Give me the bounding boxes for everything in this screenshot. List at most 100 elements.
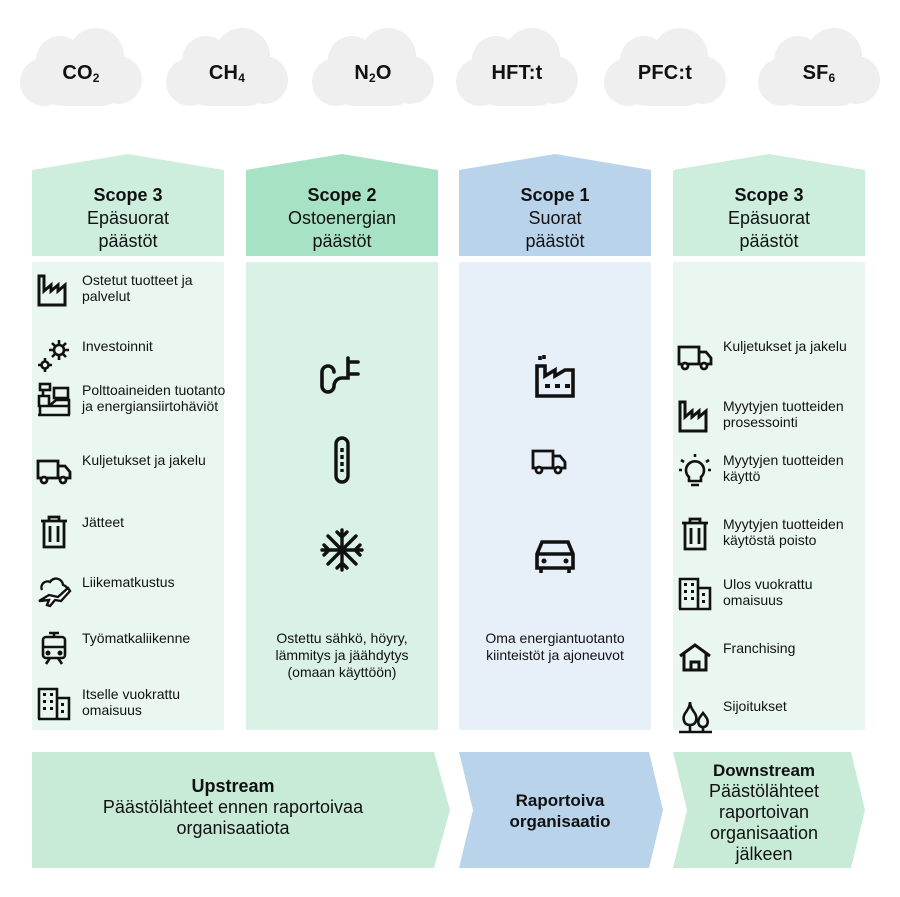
factory-icon	[36, 272, 72, 308]
scope2-column: Ostettu sähkö, höyry, lämmitys ja jäähdy…	[246, 262, 438, 730]
airplane-cloud-icon	[36, 574, 72, 610]
emission-source-item: Ulos vuokrattu omaisuus	[673, 576, 865, 616]
car-icon	[531, 530, 579, 578]
gas-cloud: SF6	[756, 22, 882, 108]
emission-source-label: Franchising	[723, 640, 796, 656]
emission-source-item: Myytyjen tuotteiden käyttö	[673, 452, 865, 492]
gas-label: CH4	[164, 62, 290, 85]
emission-source-label: Liikematkustus	[82, 574, 175, 590]
snowflake-icon	[318, 526, 366, 574]
emission-source-item: Sijoitukset	[673, 698, 865, 738]
upstream-title: Upstream	[191, 776, 275, 796]
gas-subscript: 2	[92, 71, 100, 85]
upstream-arrow: Upstream Päästölähteet ennen raportoivaa…	[32, 752, 450, 868]
emission-source-item: Ostetut tuotteet ja palvelut	[32, 272, 224, 312]
emission-source-label: Ostetut tuotteet ja palvelut	[82, 272, 193, 304]
scope-subtitle-line2: päästöt	[525, 231, 585, 251]
scope-subtitle-line2: päästöt	[98, 231, 158, 251]
gas-cloud: N2O	[310, 22, 436, 108]
scope-subtitle-line1: Suorat	[528, 208, 582, 228]
scope-header-shape	[673, 154, 865, 256]
cloud-shape	[456, 28, 578, 106]
downstream-title: Downstream	[712, 761, 816, 780]
emission-source-label: Myytyjen tuotteiden käyttö	[723, 452, 844, 484]
reporting-text: Raportoiva organisaatio	[473, 790, 647, 832]
scope-header-shape	[32, 154, 224, 256]
emission-source-item: Itselle vuokrattu omaisuus	[32, 686, 224, 726]
cloud-shape	[758, 28, 880, 106]
reporting-organisation-arrow: Raportoiva organisaatio	[459, 752, 663, 868]
scope-title: Scope 1	[520, 185, 590, 205]
gas-formula: PFC:t	[637, 62, 693, 84]
truck-icon	[531, 442, 579, 490]
emission-source-item: Myytyjen tuotteiden prosessointi	[673, 398, 865, 438]
building-icon	[677, 576, 713, 612]
scope-header-shape	[246, 154, 438, 256]
cloud-shape	[20, 28, 142, 106]
emission-source-label: Kuljetukset ja jakelu	[723, 338, 847, 354]
heater-icon	[318, 436, 366, 484]
gas-formula: SF	[802, 62, 829, 84]
scope-subtitle-line1: Epäsuorat	[727, 208, 811, 228]
gas-label: N2O	[310, 62, 436, 85]
scope-description: Oma energiantuotanto kiinteistöt ja ajon…	[485, 630, 625, 663]
downstream-text: Downstream Päästölähteet raportoivan org…	[683, 760, 845, 865]
train-icon	[36, 630, 72, 666]
scope-header-shape	[459, 154, 651, 256]
scope-subtitle-line1: Epäsuorat	[86, 208, 170, 228]
cloud-shape	[312, 28, 434, 106]
scope-title: Scope 3	[734, 185, 804, 205]
fuel-plant-icon	[36, 382, 72, 418]
factory-smoke-icon	[531, 352, 579, 400]
gas-subscript: 2	[369, 71, 376, 85]
gas-formula: CH	[208, 62, 239, 84]
gears-icon	[36, 338, 72, 374]
gas-cloud: HFT:t	[454, 22, 580, 108]
emission-source-label: Ulos vuokrattu omaisuus	[723, 576, 813, 608]
factory-icon	[677, 398, 713, 434]
upstream-text: Upstream Päästölähteet ennen raportoivaa…	[32, 776, 434, 839]
emission-source-item: Kuljetukset ja jakelu	[673, 338, 865, 378]
emission-source-item: Polttoaineiden tuotanto ja energiansiirt…	[32, 382, 225, 422]
gas-cloud: CH4	[164, 22, 290, 108]
scope-header: Scope 1 Suorat päästöt	[459, 154, 651, 256]
emission-source-item: Franchising	[673, 640, 865, 680]
emission-source-label: Itselle vuokrattu omaisuus	[82, 686, 181, 718]
scope-subtitle-line1: Ostoenergian	[287, 208, 397, 228]
gas-label: CO2	[18, 62, 144, 85]
emission-source-item: Investoinnit	[32, 338, 224, 378]
scope-header-text: Scope 1 Suorat päästöt	[459, 184, 651, 253]
gas-formula: HFT:t	[491, 62, 543, 84]
downstream-arrow-shape	[673, 752, 865, 868]
scope-subtitle-line2: päästöt	[312, 231, 372, 251]
gas-subscript: 6	[828, 71, 836, 85]
upstream-arrow-shape	[32, 752, 450, 868]
reporting-arrow-shape	[459, 752, 663, 868]
cloud-shape	[604, 28, 726, 106]
scope-description: Ostettu sähkö, höyry, lämmitys ja jäähdy…	[275, 630, 409, 680]
truck-icon	[677, 338, 713, 374]
truck-icon	[36, 452, 72, 488]
emission-source-item: Liikematkustus	[32, 574, 224, 614]
gas-cloud: CO2	[18, 22, 144, 108]
gas-label: SF6	[756, 62, 882, 85]
emission-source-item: Kuljetukset ja jakelu	[32, 452, 224, 492]
emission-source-label: Sijoitukset	[723, 698, 787, 714]
reporting-title: Raportoiva organisaatio	[509, 791, 611, 831]
building-icon	[36, 686, 72, 722]
gas-formula: CO	[62, 62, 93, 84]
cloud-shape	[166, 28, 288, 106]
emission-source-item: Jätteet	[32, 514, 224, 554]
downstream-description: Päästölähteet raportoivan organisaation …	[708, 781, 820, 864]
trees-icon	[677, 698, 713, 734]
emission-source-item: Työmatkaliikenne	[32, 630, 224, 670]
emission-source-item: Myytyjen tuotteiden käytöstä poisto	[673, 516, 865, 556]
